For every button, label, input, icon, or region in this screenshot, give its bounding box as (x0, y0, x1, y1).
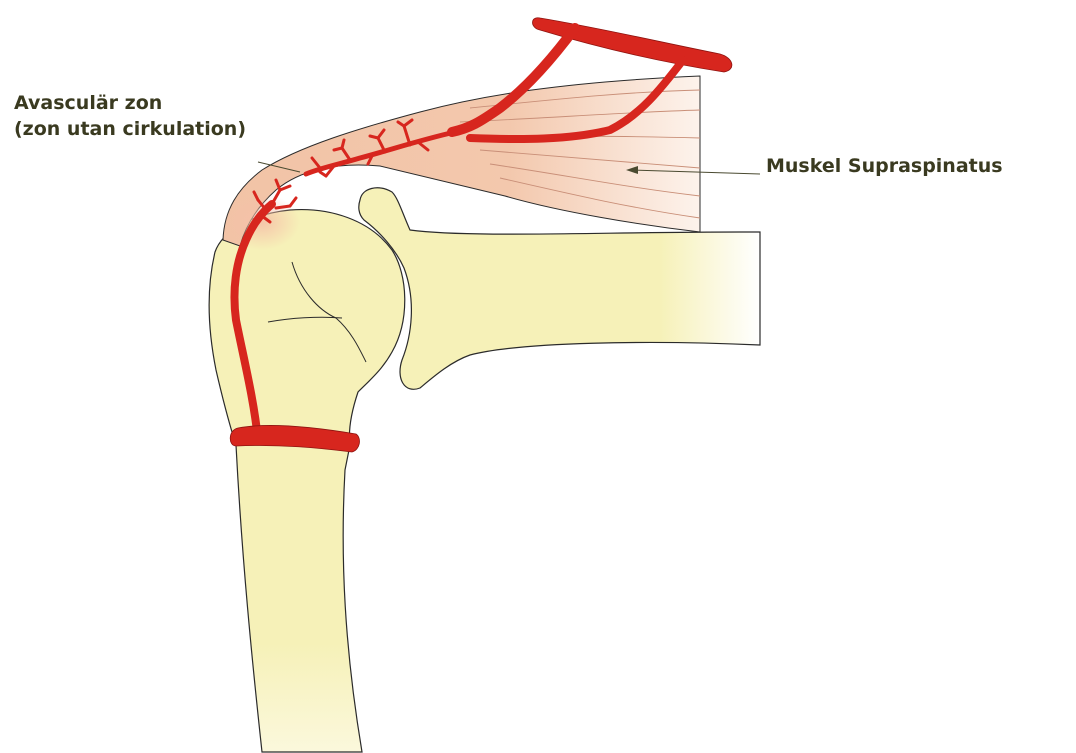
supraspinatus-label: Muskel Supraspinatus (766, 155, 1003, 178)
avascular-zone-highlight (224, 194, 300, 250)
avascular-zone-sublabel: (zon utan cirkulation) (14, 118, 246, 141)
avascular-zone-label: Avasculär zon (14, 92, 162, 115)
